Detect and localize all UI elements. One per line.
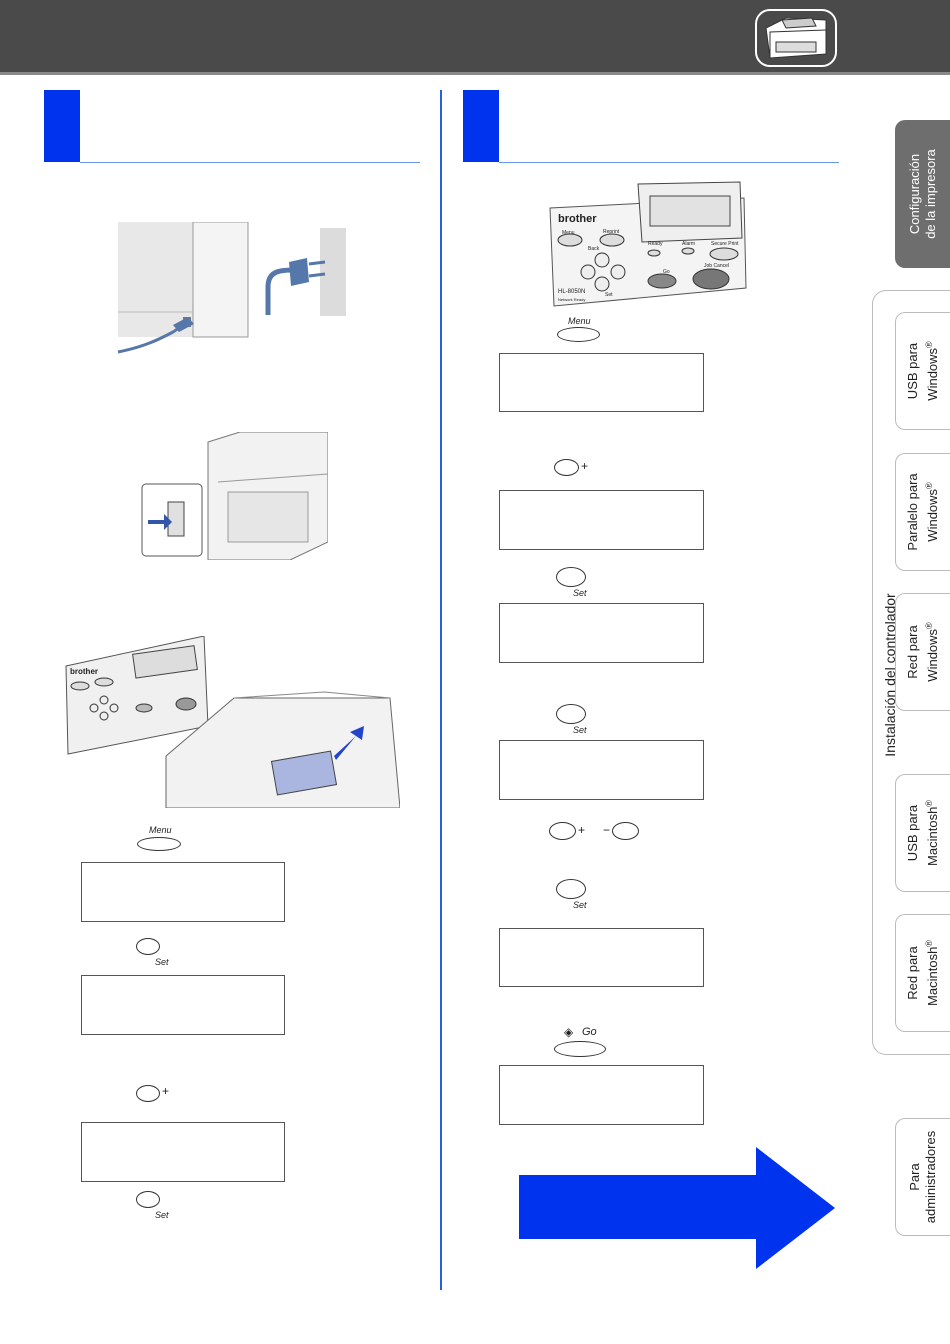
next-page-arrow-icon (519, 1147, 837, 1269)
tab-printer-setup-line2: de la impresora (922, 149, 938, 239)
tab-network-windows-line1: Red para (904, 625, 920, 679)
go-button (554, 1041, 606, 1057)
set-button-label: Set (573, 725, 587, 735)
set-button (556, 879, 586, 899)
tab-network-macintosh-line1: Red para (904, 946, 920, 1000)
registered-mark: ® (923, 622, 934, 629)
plus-sign: + (162, 1084, 170, 1098)
set-button-label: Set (573, 900, 587, 910)
lcd-display (499, 1065, 704, 1125)
set-button (136, 938, 160, 955)
tab-administrators-line1: Para (907, 1163, 922, 1191)
panel-set-label: Set (605, 292, 613, 298)
plus-button (554, 459, 579, 476)
panel-model-label: HL-8050N (558, 289, 586, 295)
registered-mark: ® (923, 940, 934, 947)
registered-mark: ® (923, 482, 934, 489)
registered-mark: ® (923, 800, 934, 807)
set-button (556, 704, 586, 724)
plus-button (549, 822, 576, 840)
tab-usb-macintosh-line1: USB para (904, 804, 920, 862)
printer-icon (752, 6, 840, 70)
step-rule-left (80, 162, 420, 163)
lcd-display (499, 603, 704, 663)
tab-parallel-windows-line2: Windows (925, 488, 941, 542)
tab-parallel-windows-line1: Paralelo para (904, 473, 920, 551)
plus-button (136, 1085, 160, 1102)
header-rule (0, 72, 950, 75)
tab-printer-setup-line1: Configuración (906, 153, 922, 235)
tab-usb-macintosh[interactable]: USB para Macintosh® (895, 774, 950, 892)
brand-label: brother (558, 213, 597, 225)
tab-administrators-line2: administradores (923, 1130, 938, 1224)
tab-parallel-windows[interactable]: Paralelo para Windows® (895, 453, 950, 571)
plus-sign: + (578, 823, 586, 837)
menu-button (557, 327, 600, 342)
tab-network-windows[interactable]: Red para Windows® (895, 593, 950, 711)
panel-menu-label: Menu (562, 230, 575, 236)
minus-sign: − (603, 823, 611, 837)
panel-ready-label: Ready (648, 241, 663, 247)
set-button (136, 1191, 160, 1208)
menu-button-label: Menu (568, 316, 591, 326)
tab-usb-windows[interactable]: USB para Windows® (895, 312, 950, 430)
panel-go-label: Go (663, 269, 670, 275)
registered-mark: ® (923, 341, 934, 348)
panel-model-sub-label: Network Ready (558, 297, 586, 302)
lcd-display (81, 975, 285, 1035)
step-rule-right (499, 162, 839, 163)
lcd-display (81, 862, 285, 922)
go-icon: ◈ (564, 1025, 574, 1039)
menu-button (137, 837, 181, 851)
plus-sign: + (581, 459, 589, 473)
panel-alarm-label: Alarm (682, 241, 696, 247)
lcd-display (499, 740, 704, 800)
tab-usb-windows-line2: Windows (925, 347, 941, 401)
step-marker-left (44, 90, 80, 162)
tab-usb-windows-line1: USB para (904, 342, 920, 400)
lcd-display (499, 928, 704, 987)
power-cord-illustration (113, 221, 353, 357)
tab-network-macintosh-line2: Macintosh (925, 946, 941, 1006)
minus-button (612, 822, 639, 840)
tab-usb-macintosh-line2: Macintosh (925, 806, 941, 866)
tab-network-windows-line2: Windows (925, 628, 941, 682)
svg-text:brother: brother (70, 667, 98, 676)
go-button-label: Go (582, 1026, 597, 1038)
panel-secure-print-label: Secure Print (711, 241, 739, 247)
step-marker-right (463, 90, 499, 162)
menu-button-label: Menu (149, 825, 172, 835)
driver-installation-group (872, 290, 950, 1055)
lcd-display (499, 353, 704, 412)
tab-network-macintosh[interactable]: Red para Macintosh® (895, 914, 950, 1032)
lcd-display (81, 1122, 285, 1182)
panel-back-label: Back (588, 246, 600, 252)
set-button-label: Set (573, 588, 587, 598)
column-divider (440, 90, 442, 1290)
set-button-label: Set (155, 957, 169, 967)
panel-reprint-label: Reprint (603, 229, 620, 235)
set-button-label: Set (155, 1210, 169, 1220)
control-panel-printer-illustration: brother (64, 635, 401, 809)
power-switch-illustration (140, 431, 329, 561)
panel-job-cancel-label: Job Cancel (704, 263, 730, 269)
control-panel-illustration (548, 180, 748, 310)
lcd-display (499, 490, 704, 550)
set-button (556, 567, 586, 587)
